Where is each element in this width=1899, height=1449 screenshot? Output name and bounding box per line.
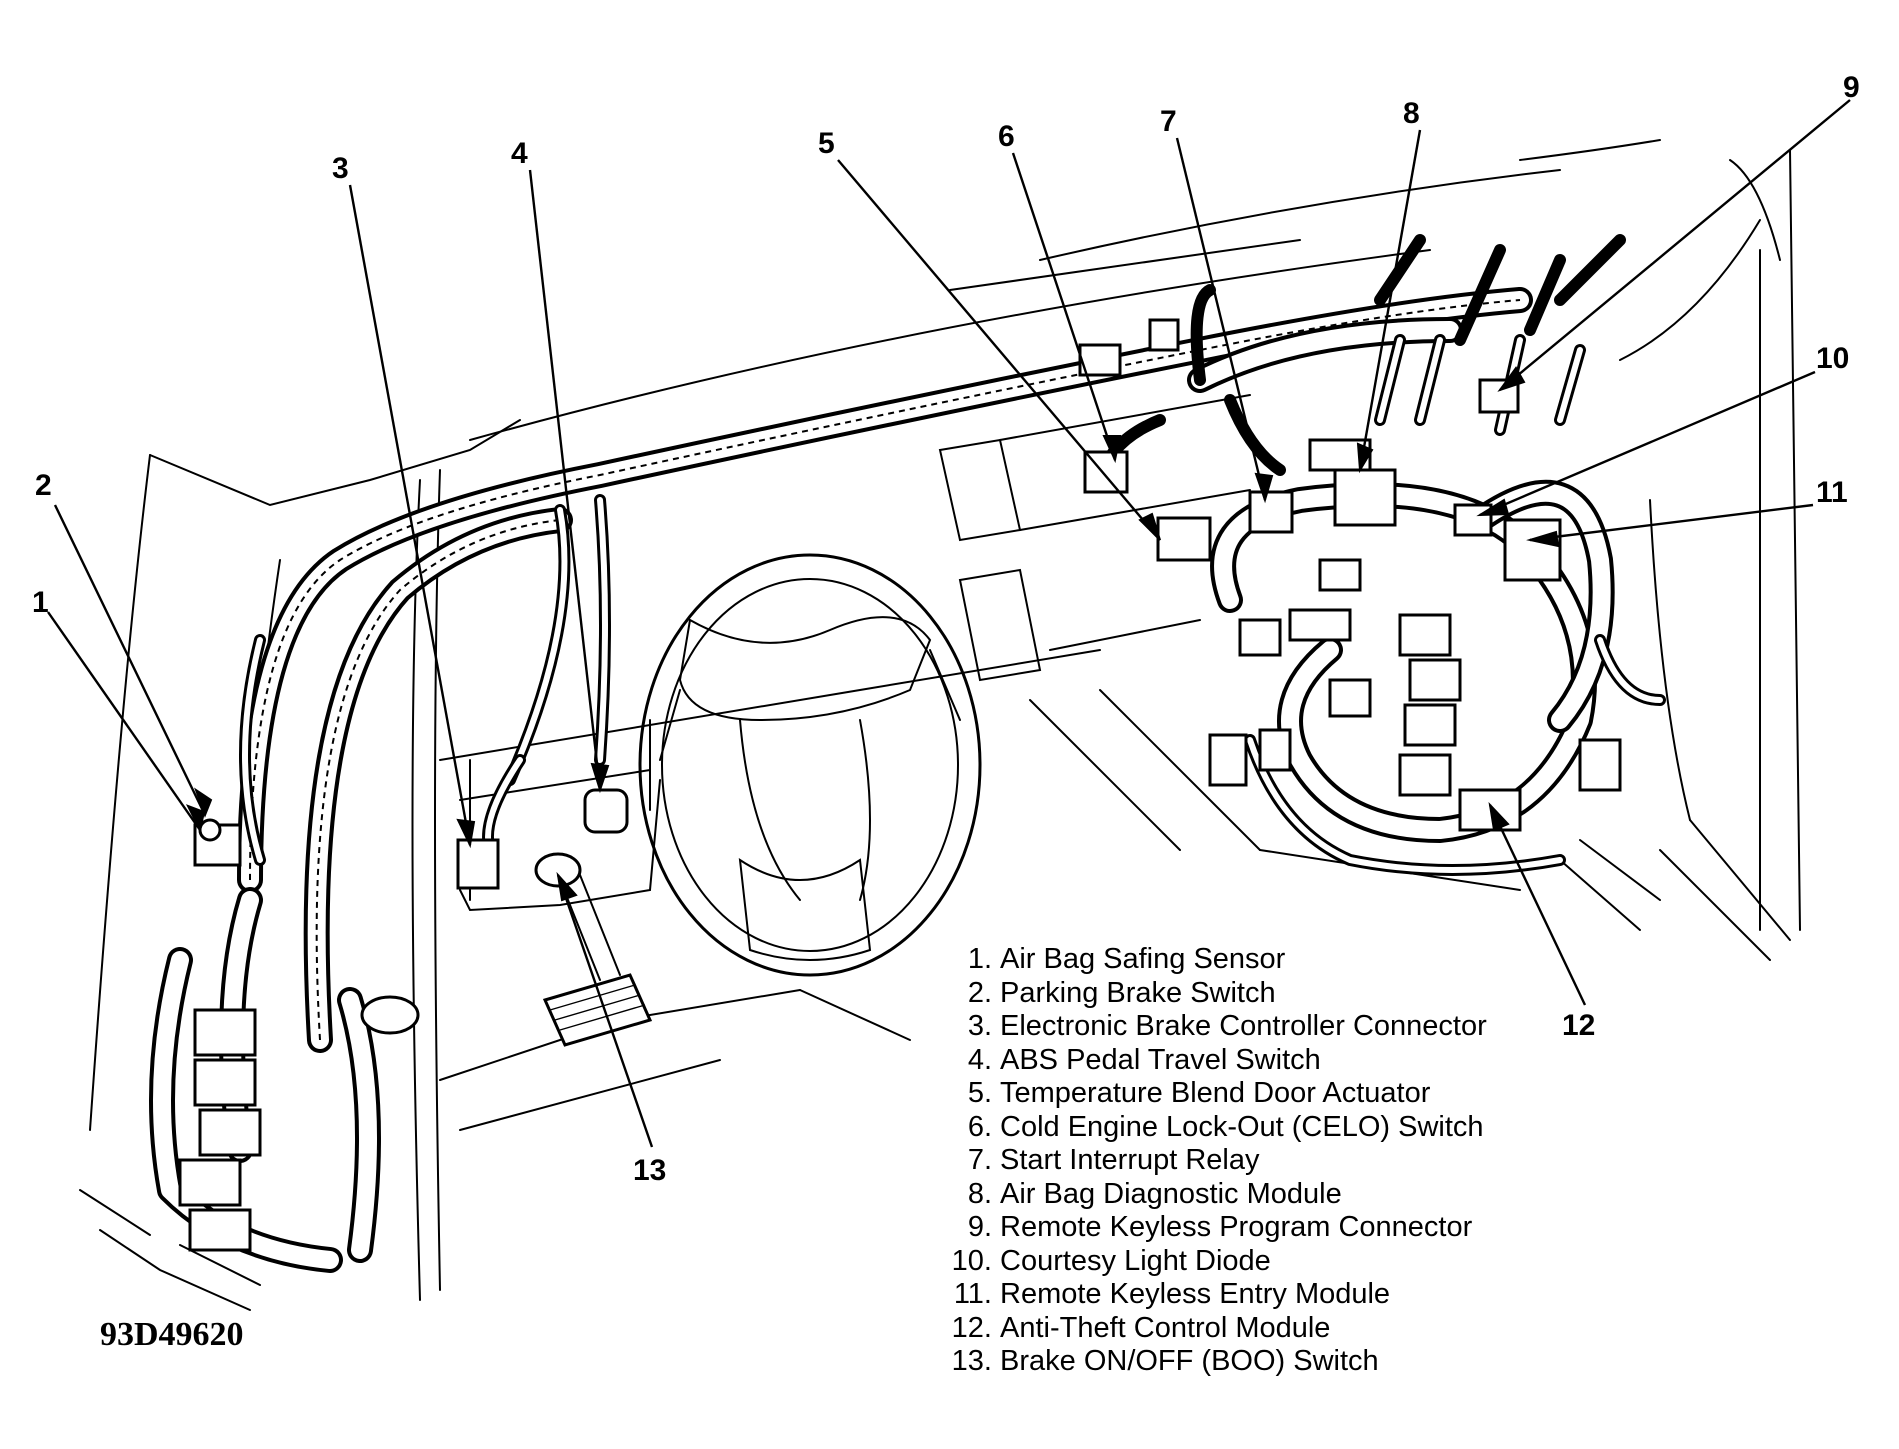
legend-item: 13.Brake ON/OFF (BOO) Switch bbox=[940, 1345, 1560, 1379]
temperature-blend-door-actuator bbox=[1156, 516, 1212, 562]
legend-number: 4. bbox=[967, 1043, 992, 1076]
callout-number-11: 11 bbox=[1816, 476, 1848, 509]
legend-number: 6. bbox=[967, 1110, 992, 1143]
callout-number-13: 13 bbox=[633, 1154, 666, 1187]
legend-item: 2.Parking Brake Switch bbox=[940, 977, 1560, 1011]
steering-wheel bbox=[638, 553, 982, 977]
callout-number-9: 9 bbox=[1843, 71, 1860, 104]
callout-number-1: 1 bbox=[32, 586, 49, 619]
legend-item: 4.ABS Pedal Travel Switch bbox=[940, 1044, 1560, 1078]
boo-switch bbox=[534, 852, 582, 888]
legend-number: 3. bbox=[967, 1010, 992, 1042]
legend-number: 11. bbox=[953, 1278, 992, 1310]
legend-item: 6.Cold Engine Lock-Out (CELO) Switch bbox=[940, 1111, 1560, 1145]
callout-number-7: 7 bbox=[1160, 105, 1177, 138]
legend-label: Remote Keyless Entry Module bbox=[1000, 1278, 1391, 1310]
legend-number: 9. bbox=[967, 1211, 992, 1243]
callout-number-2: 2 bbox=[35, 469, 52, 502]
legend-label: Temperature Blend Door Actuator bbox=[1000, 1077, 1431, 1109]
legend-item: 5.Temperature Blend Door Actuator bbox=[940, 1077, 1560, 1111]
callout-number-12: 12 bbox=[1562, 1009, 1595, 1042]
legend-number: 8. bbox=[967, 1177, 992, 1210]
legend-item: 7.Start Interrupt Relay bbox=[940, 1144, 1560, 1178]
legend-number: 1. bbox=[967, 943, 992, 975]
legend-item: 8.Air Bag Diagnostic Module bbox=[940, 1178, 1560, 1212]
legend-item: 12.Anti-Theft Control Module bbox=[940, 1312, 1560, 1346]
legend-item: 9.Remote Keyless Program Connector bbox=[940, 1211, 1560, 1245]
legend-label: Parking Brake Switch bbox=[1000, 976, 1276, 1009]
remote-keyless-entry-module bbox=[1503, 518, 1562, 582]
legend-item: 10.Courtesy Light Diode bbox=[940, 1245, 1560, 1279]
callout-leaders bbox=[47, 99, 1851, 1148]
legend-label: Air Bag Safing Sensor bbox=[1000, 943, 1286, 975]
component-legend: 1.Air Bag Safing Sensor 2.Parking Brake … bbox=[940, 943, 1560, 1379]
anti-theft-control-module bbox=[1458, 788, 1522, 832]
legend-label: ABS Pedal Travel Switch bbox=[1000, 1043, 1321, 1076]
callout-number-6: 6 bbox=[998, 120, 1015, 153]
legend-number: 2. bbox=[967, 976, 992, 1009]
legend-item: 1.Air Bag Safing Sensor bbox=[940, 943, 1560, 977]
legend-label: Cold Engine Lock-Out (CELO) Switch bbox=[1000, 1110, 1484, 1143]
callout-number-5: 5 bbox=[818, 127, 835, 160]
legend-number: 7. bbox=[967, 1144, 992, 1176]
parking-brake-switch bbox=[198, 818, 222, 842]
callout-number-3: 3 bbox=[332, 152, 349, 185]
legend-label: Remote Keyless Program Connector bbox=[1000, 1211, 1473, 1243]
brake-pedal bbox=[542, 874, 653, 1047]
legend-label: Air Bag Diagnostic Module bbox=[1000, 1177, 1342, 1210]
callout-number-4: 4 bbox=[511, 137, 528, 170]
start-interrupt-relay bbox=[1248, 490, 1294, 534]
abs-pedal-travel-switch bbox=[583, 788, 629, 834]
air-bag-diagnostic-module bbox=[1333, 468, 1397, 527]
legend-item: 11.Remote Keyless Entry Module bbox=[940, 1278, 1560, 1312]
callout-number-8: 8 bbox=[1403, 97, 1420, 130]
legend-number: 10. bbox=[951, 1244, 992, 1277]
legend-number: 12. bbox=[951, 1311, 992, 1344]
legend-number: 5. bbox=[967, 1077, 992, 1109]
electronic-brake-controller-connector bbox=[456, 838, 500, 890]
legend-label: Electronic Brake Controller Connector bbox=[1000, 1010, 1487, 1042]
main-wiring-harness bbox=[149, 234, 1666, 1273]
courtesy-light-diode bbox=[1453, 503, 1493, 537]
legend-item: 3.Electronic Brake Controller Connector bbox=[940, 1010, 1560, 1044]
callout-number-10: 10 bbox=[1816, 342, 1849, 375]
components bbox=[178, 318, 1622, 1252]
legend-label: Brake ON/OFF (BOO) Switch bbox=[1000, 1345, 1379, 1377]
legend-number: 13. bbox=[951, 1345, 992, 1377]
legend-label: Anti-Theft Control Module bbox=[1000, 1311, 1331, 1344]
legend-label: Courtesy Light Diode bbox=[1000, 1244, 1271, 1277]
legend-label: Start Interrupt Relay bbox=[1000, 1144, 1260, 1176]
callout-numbers: 1 2 3 4 5 6 7 8 9 10 11 12 13 bbox=[32, 71, 1860, 1187]
figure-id: 93D49620 bbox=[100, 1316, 244, 1353]
